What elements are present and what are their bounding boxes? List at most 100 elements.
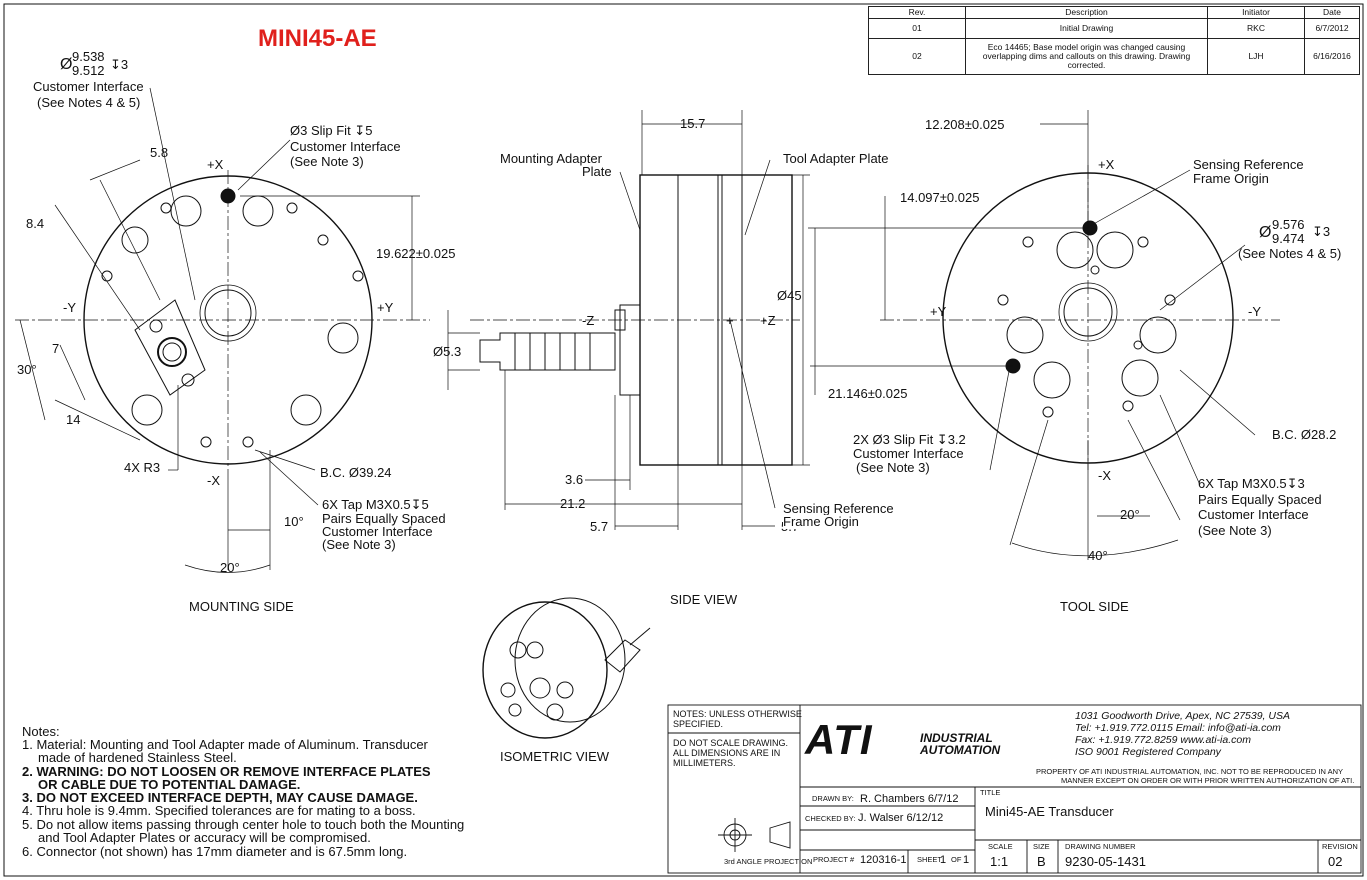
note-4: 4. Thru hole is 9.4mm. Specified toleran…: [22, 803, 416, 818]
description-cell: Eco 14465; Base model origin was changed…: [965, 38, 1208, 75]
dim-21-146: 21.146±0.025: [828, 386, 908, 401]
drawing-number-value: 9230-05-1431: [1065, 854, 1146, 869]
size-label: SIZE: [1033, 842, 1050, 851]
initiator-header: Initiator: [1207, 6, 1305, 19]
tool-hole-tolerance-lower: 9.474: [1272, 231, 1305, 246]
note-3: 3. DO NOT EXCEED INTERFACE DEPTH, MAY CA…: [22, 790, 418, 805]
side-srfo-origin: Frame Origin: [783, 514, 859, 529]
customer-interface-label: Customer Interface: [33, 79, 144, 94]
note-1-cont: made of hardened Stainless Steel.: [38, 750, 237, 765]
ati-logo-industrial: INDUSTRIAL: [920, 731, 993, 745]
axis-minus-x: -X: [207, 473, 220, 488]
model-title: MINI45-AE: [258, 25, 377, 52]
description-cell: Initial Drawing: [965, 18, 1208, 39]
scale-value: 1:1: [990, 854, 1009, 869]
of-value: 1: [963, 854, 970, 866]
hole-tolerance-upper: 9.538: [72, 49, 105, 64]
tool-axis-plus-x: +X: [1098, 157, 1115, 172]
side-view-graphic: +: [447, 110, 810, 530]
title-field-label: TITLE: [980, 788, 1001, 797]
slip-fit-note: (See Note 3): [290, 154, 364, 169]
tool-axis-plus-y: +Y: [930, 304, 947, 319]
revision-row: 01 Initial Drawing RKC 6/7/2012: [868, 18, 1360, 39]
isometric-view-label: ISOMETRIC VIEW: [500, 749, 610, 764]
tool-slip-fit-note: (See Note 3): [856, 460, 930, 475]
dim-8-4: 8.4: [26, 216, 45, 231]
dim-14-097: 14.097±0.025: [900, 190, 980, 205]
tool-adapter-plate-label: Tool Adapter Plate: [783, 151, 889, 166]
dim-7: 7: [52, 341, 60, 356]
iso-line: ISO 9001 Registered Company: [1075, 746, 1221, 758]
tool-dim-40-deg: 40°: [1088, 548, 1108, 563]
property-notice-line2: MANNER EXCEPT ON ORDER OR WITH PRIOR WRI…: [1061, 776, 1355, 785]
tap-note-label: (See Note 3): [322, 537, 396, 552]
axis-plus-z: +Z: [760, 313, 776, 328]
tool-slip-fit-interface: Customer Interface: [853, 446, 964, 461]
tool-axis-minus-y: -Y: [1248, 304, 1261, 319]
do-not-scale-line3: MILLIMETERS.: [673, 758, 736, 768]
dim-21-2: 21.2: [560, 496, 586, 511]
fax-web-line: Fax: +1.919.772.8259 www.ati-ia.com: [1075, 734, 1251, 746]
tool-tap-spacing-label: Pairs Equally Spaced: [1198, 492, 1322, 507]
slip-fit-label: Ø3 Slip Fit ↧5: [290, 123, 373, 138]
drawing-title: Mini45-AE Transducer: [985, 804, 1114, 819]
tool-tap-spec-label: 6X Tap M3X0.5↧3: [1198, 476, 1305, 491]
sheet-label: SHEET: [917, 855, 943, 864]
mounting-side-view: [15, 87, 430, 573]
tool-side-label: TOOL SIDE: [1060, 599, 1129, 614]
tool-axis-minus-x: -X: [1098, 468, 1111, 483]
projection-label: 3rd ANGLE PROJECTION: [724, 857, 813, 866]
address-line: 1031 Goodworth Drive, Apex, NC 27539, US…: [1075, 710, 1290, 722]
mounting-side-label: MOUNTING SIDE: [189, 599, 294, 614]
revision-label: REVISION: [1322, 842, 1358, 851]
phone-email-line: Tel: +1.919.772.0115 Email: info@ati-ia.…: [1075, 722, 1281, 734]
hole-depth: ↧3: [110, 57, 129, 72]
tool-hole-diameter-symbol: Ø: [1259, 224, 1272, 241]
project-label: PROJECT #: [813, 855, 855, 864]
svg-text:+: +: [726, 313, 734, 328]
hole-tolerance-lower: 9.512: [72, 63, 105, 78]
date-cell: 6/7/2012: [1304, 18, 1360, 39]
scale-label: SCALE: [988, 842, 1013, 851]
title-block-frame: [667, 704, 1362, 874]
revision-value: 02: [1328, 854, 1343, 869]
axis-minus-z: -Z: [582, 313, 595, 328]
mounting-adapter-label: Mounting Adapter: [500, 151, 602, 166]
ati-logo: ATI: [805, 716, 873, 763]
of-label: OF: [951, 855, 962, 864]
dim-45: Ø45: [777, 288, 802, 303]
description-header: Description: [965, 6, 1208, 19]
axis-minus-y: -Y: [63, 300, 76, 315]
hole-diameter-symbol: Ø: [60, 56, 73, 73]
tool-tap-note-label: (See Note 3): [1198, 523, 1272, 538]
tool-slip-fit-label: 2X Ø3 Slip Fit ↧3.2: [853, 432, 966, 447]
checked-by-value: J. Walser 6/12/12: [858, 812, 944, 824]
rev-cell: 02: [868, 38, 966, 75]
initiator-cell: LJH: [1207, 38, 1305, 75]
revision-header-row: Rev. Description Initiator Date: [868, 6, 1360, 19]
drawn-by-label: DRAWN BY:: [812, 794, 854, 803]
radius-label: 4X R3: [124, 460, 161, 475]
ati-logo-automation: AUTOMATION: [920, 743, 1001, 757]
dim-5-3: Ø5.3: [433, 344, 462, 359]
bolt-circle-label: B.C. Ø39.24: [320, 465, 392, 480]
dim-5-7-left: 5.7: [590, 519, 609, 534]
tool-dim-20-deg: 20°: [1120, 507, 1140, 522]
axis-plus-y: +Y: [377, 300, 394, 315]
note-5-cont: and Tool Adapter Plates or accuracy will…: [38, 830, 371, 845]
property-notice-line1: PROPERTY OF ATI INDUSTRIAL AUTOMATION, I…: [1036, 767, 1343, 776]
note-2-cont: OR CABLE DUE TO POTENTIAL DAMAGE.: [38, 777, 301, 792]
tool-side-view: [808, 110, 1280, 560]
dim-30-deg: 30°: [17, 362, 37, 377]
unless-specified-line2: SPECIFIED.: [673, 719, 724, 729]
rev-header: Rev.: [868, 6, 966, 19]
tool-hole-depth: ↧3: [1312, 224, 1331, 239]
tool-srfo-origin: Frame Origin: [1193, 171, 1269, 186]
dim-15-7: 15.7: [680, 116, 706, 131]
drawing-number-label: DRAWING NUMBER: [1065, 842, 1136, 851]
project-value: 120316-1: [860, 854, 907, 866]
side-view-label: SIDE VIEW: [670, 592, 738, 607]
tool-bolt-circle-label: B.C. Ø28.2: [1272, 427, 1337, 442]
